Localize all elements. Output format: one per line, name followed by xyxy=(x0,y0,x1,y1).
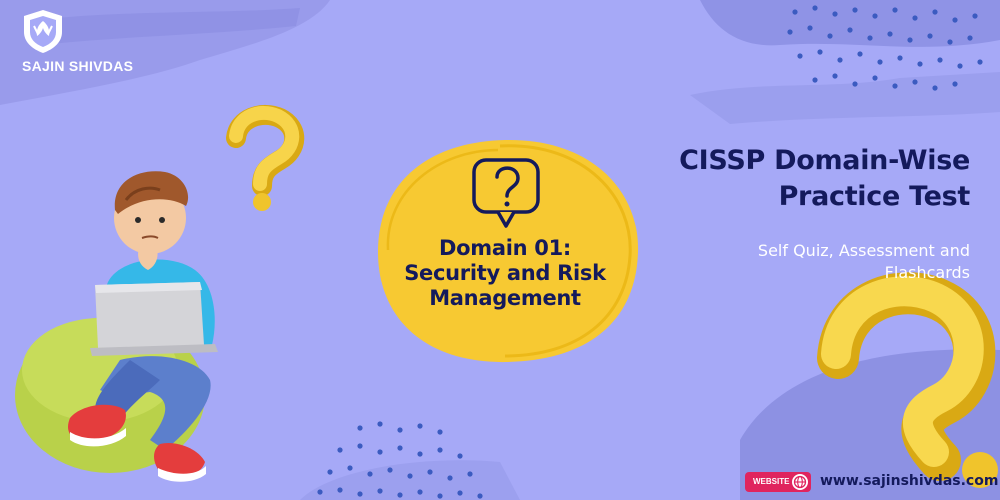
character-illustration xyxy=(15,171,218,482)
dot-pattern-bottom-center xyxy=(317,421,483,499)
brand-name: SAJIN SHIVDAS xyxy=(22,58,134,74)
website-url-link[interactable]: www.sajinshivdas.com xyxy=(820,473,999,489)
subtitle-line1: Self Quiz, Assessment and xyxy=(757,241,970,260)
question-mark-3d-small xyxy=(226,104,305,211)
page-subtitle: Self Quiz, Assessment and Flashcards xyxy=(650,240,970,284)
subtitle-line2: Flashcards xyxy=(884,263,970,282)
brand-logo: SAJIN SHIVDAS xyxy=(16,8,166,78)
headline-line2: Practice Test xyxy=(778,181,971,212)
domain-title-line1: Domain 01: xyxy=(439,236,571,260)
website-badge[interactable]: WEBSITE xyxy=(745,472,811,492)
page-headline: CISSP Domain-Wise Practice Test xyxy=(570,143,970,215)
domain-title: Domain 01: Security and Risk Management xyxy=(388,236,622,311)
headline-line1: CISSP Domain-Wise xyxy=(679,145,970,176)
domain-title-line2: Security and Risk xyxy=(404,261,606,285)
question-bubble-icon xyxy=(472,158,540,228)
question-mark-3d-large xyxy=(817,272,998,488)
dot-pattern-top-right xyxy=(787,5,983,91)
globe-icon xyxy=(792,474,808,490)
website-badge-label: WEBSITE xyxy=(753,477,790,486)
shield-logo-icon xyxy=(24,10,62,53)
domain-title-line3: Management xyxy=(429,286,581,310)
